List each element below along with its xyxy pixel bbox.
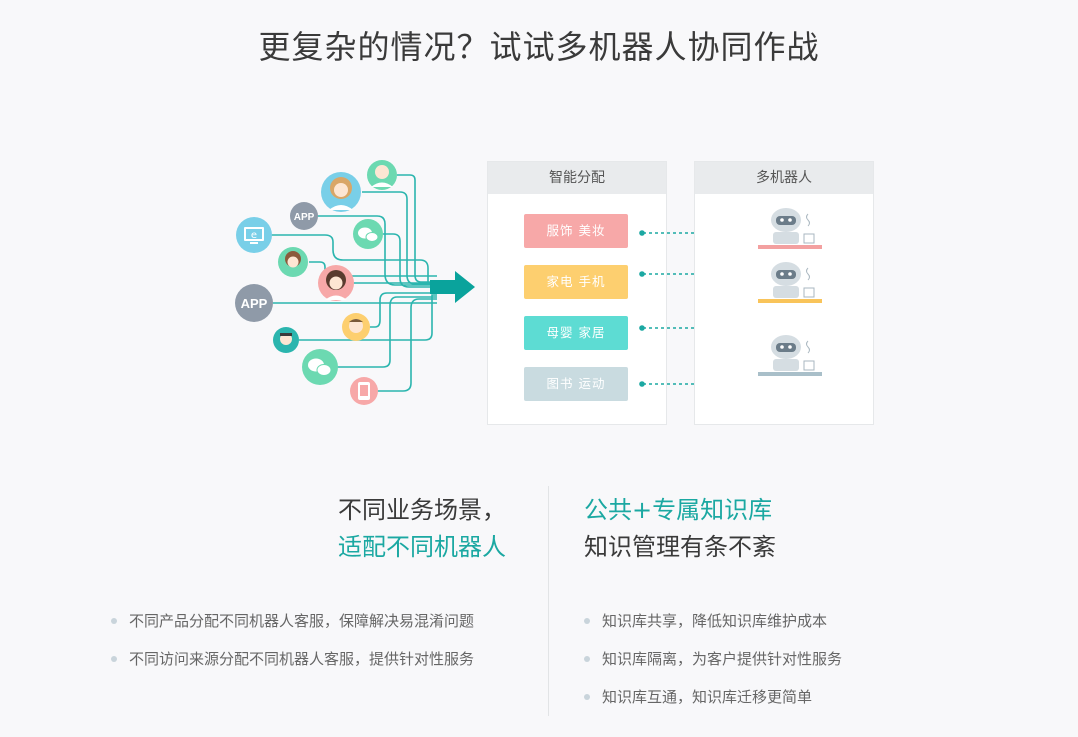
wechat-icon: [353, 219, 383, 249]
right-bullet-list: 知识库共享，降低知识库维护成本 知识库隔离，为客户提供针对性服务 知识库互通，知…: [584, 611, 842, 725]
avatar-woman-pink: [318, 265, 354, 301]
robot-icon-yellow: [758, 262, 822, 303]
left-bullet-list: 不同产品分配不同机器人客服，保障解决易混淆问题 不同访问来源分配不同机器人客服，…: [111, 611, 474, 687]
app-label-large: APP: [235, 284, 273, 322]
robot-icon-pink: [758, 208, 822, 249]
browser-icon: e: [236, 217, 272, 253]
wechat-icon-2: [302, 349, 338, 385]
right-bullet-item: 知识库共享，降低知识库维护成本: [584, 611, 842, 649]
app-label-small: APP: [290, 202, 318, 230]
right-bullet-item: 知识库隔离，为客户提供针对性服务: [584, 649, 842, 687]
avatar-woman-green: [367, 160, 397, 190]
robots-panel: 多机器人: [694, 161, 874, 425]
avatar-girl-green: [278, 247, 308, 277]
avatar-man-yellow: [342, 313, 370, 341]
page-title: 更复杂的情况？试试多机器人协同作战: [258, 28, 820, 66]
left-bullet-item: 不同访问来源分配不同机器人客服，提供针对性服务: [111, 649, 474, 687]
right-bullet-item: 知识库互通，知识库迁移更简单: [584, 687, 842, 725]
svg-text:APP: APP: [294, 212, 315, 223]
dispatch-panel: 智能分配 服饰 美妆 家电 手机 母婴 家居 图书 运动: [487, 161, 667, 425]
category-books-sports: 图书 运动: [524, 367, 628, 401]
category-clothing-beauty: 服饰 美妆: [524, 214, 628, 248]
left-heading-line1: 不同业务场景，: [338, 496, 506, 524]
right-heading-line2: 知识管理有条不紊: [584, 533, 776, 561]
right-heading-line1: 公共+专属知识库: [584, 496, 773, 524]
robot-icon-gray: [758, 335, 822, 376]
dispatch-panel-title: 智能分配: [488, 162, 666, 194]
robots-panel-title: 多机器人: [695, 162, 873, 194]
avatar-man-teal: [273, 327, 299, 353]
sources-illustration: APP e APP: [235, 160, 475, 405]
svg-text:e: e: [251, 230, 257, 241]
avatar-woman-blue: [321, 172, 361, 212]
svg-text:APP: APP: [241, 296, 268, 311]
column-divider: [548, 486, 549, 716]
left-heading-line2: 适配不同机器人: [338, 533, 506, 561]
category-baby-home: 母婴 家居: [524, 316, 628, 350]
category-appliance-phone: 家电 手机: [524, 265, 628, 299]
mobile-icon: [350, 377, 378, 405]
left-bullet-item: 不同产品分配不同机器人客服，保障解决易混淆问题: [111, 611, 474, 649]
